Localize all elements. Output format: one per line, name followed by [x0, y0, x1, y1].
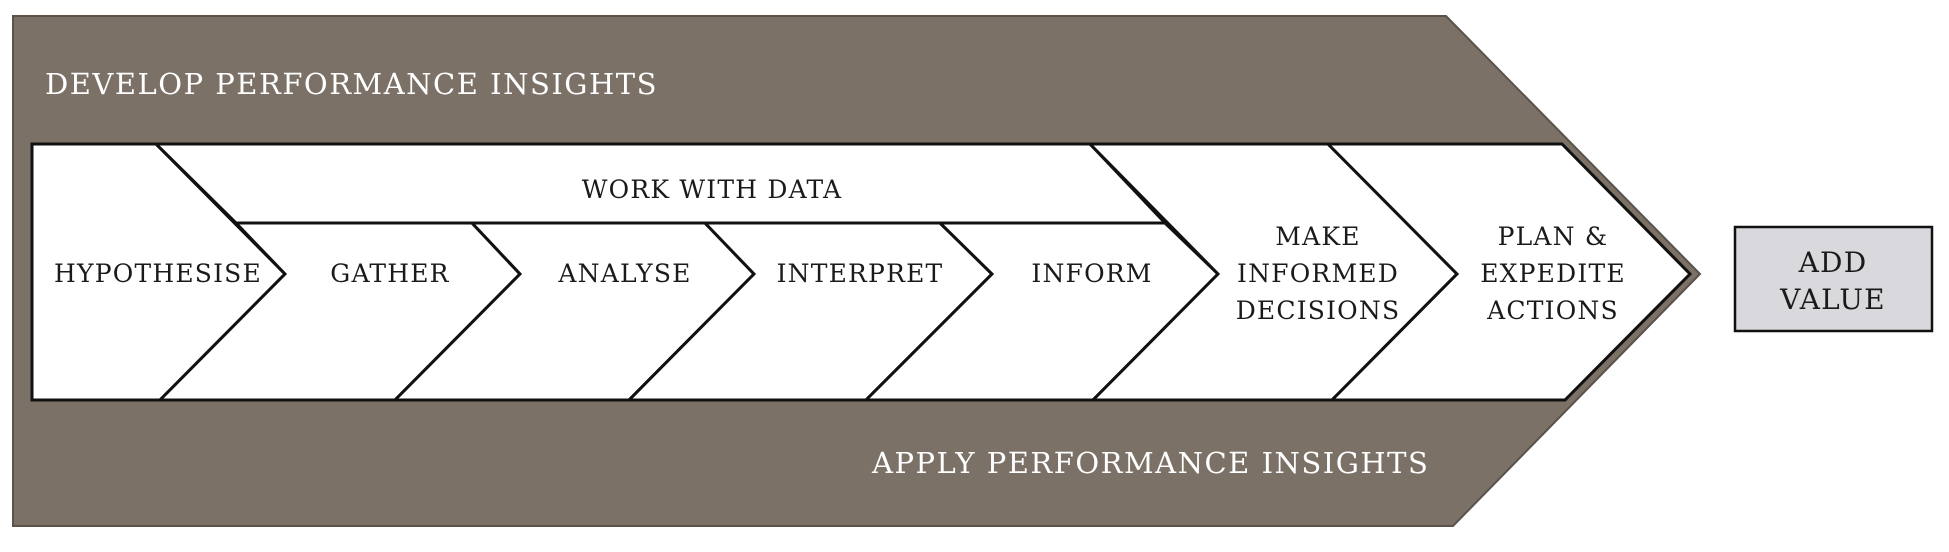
bottom-band-label: APPLY PERFORMANCE INSIGHTS	[871, 446, 1429, 480]
add-value-label: ADD VALUE	[1779, 246, 1886, 316]
stage-label-line: INFORM	[1031, 259, 1152, 288]
add-value-label-line: VALUE	[1779, 283, 1886, 316]
stage-label-line: GATHER	[330, 259, 449, 288]
stage-label-line: HYPOTHESISE	[54, 259, 262, 288]
stage-label-line: ANALYSE	[557, 259, 691, 288]
stage-chevrons	[30, 142, 1693, 402]
add-value-label-line: ADD	[1798, 246, 1868, 279]
stage-label-line: DECISIONS	[1236, 296, 1401, 325]
stage-label-line: PLAN &	[1498, 222, 1609, 251]
stage-label-line: INTERPRET	[777, 259, 944, 288]
stage-label-line: ACTIONS	[1486, 296, 1619, 325]
stage-plan-expedite-actions	[1324, 142, 1693, 402]
stage-work-with-data	[152, 142, 1169, 225]
top-band-label: DEVELOP PERFORMANCE INSIGHTS	[45, 67, 658, 101]
stage-labels: HYPOTHESISE GATHER ANALYSE INTERPRET INFORM M…	[54, 222, 1626, 325]
stage-label-line: EXPEDITE	[1480, 259, 1626, 288]
work-with-data-label: WORK WITH DATA	[582, 175, 843, 204]
add-value-box	[1733, 225, 1934, 333]
stage-label-line: MAKE	[1275, 222, 1360, 251]
stage-label-line: INFORMED	[1237, 259, 1399, 288]
